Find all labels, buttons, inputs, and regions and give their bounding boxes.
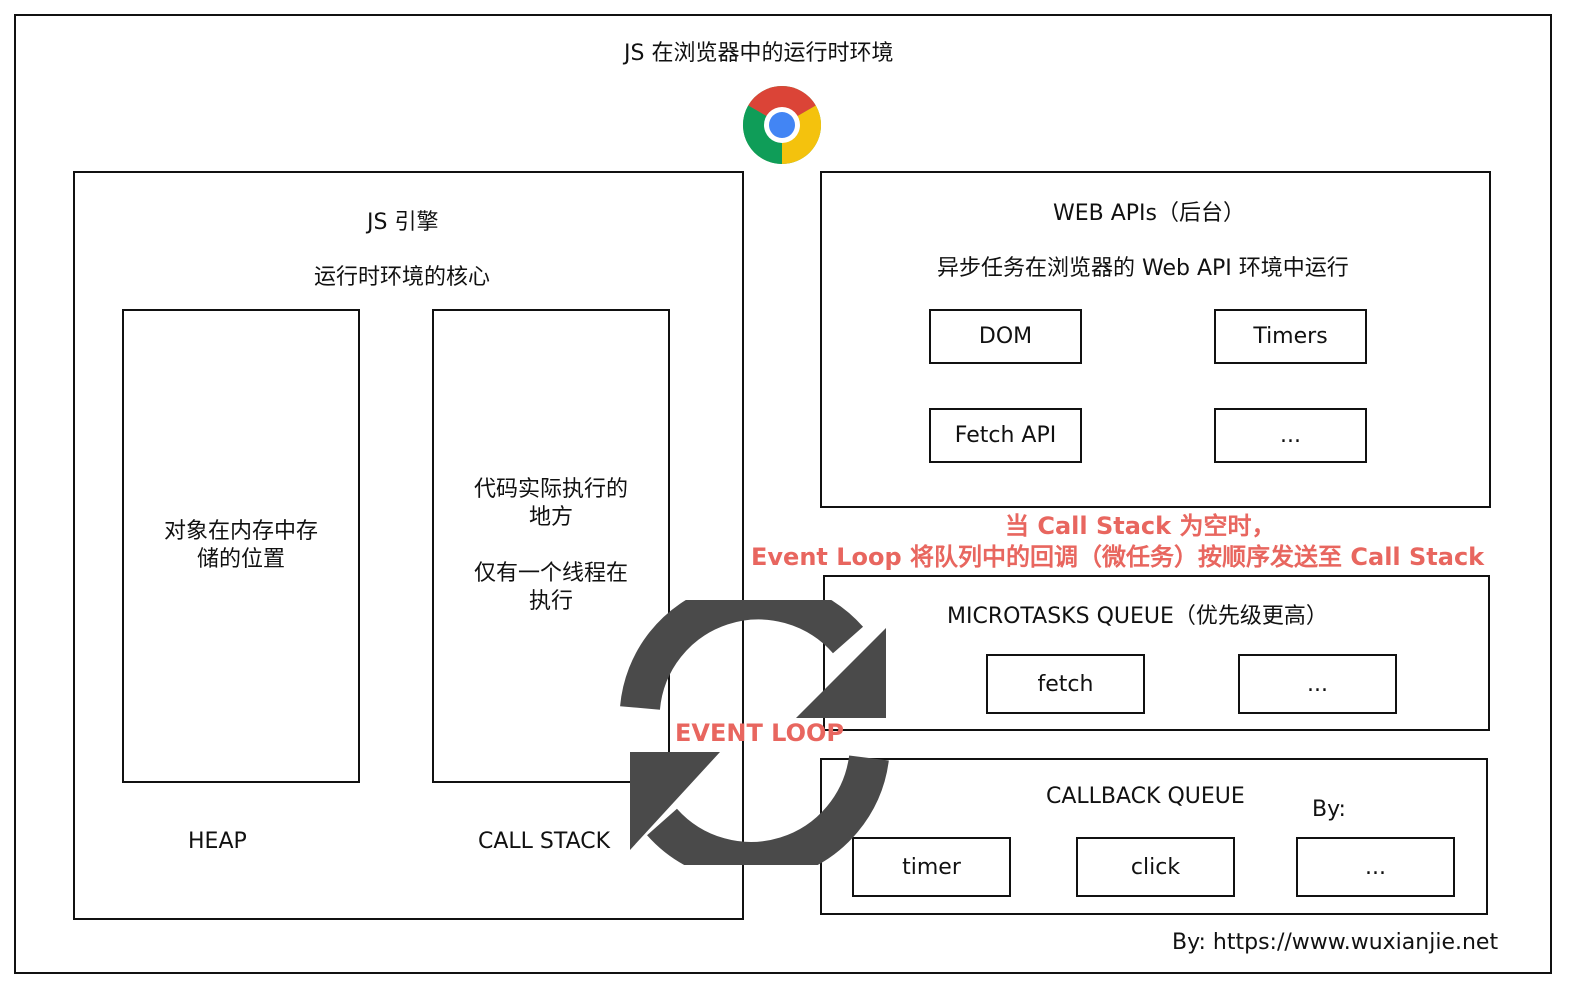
- callback-queue-title: CALLBACK QUEUE: [1046, 784, 1245, 809]
- event-loop-note-line-1: 当 Call Stack 为空时，: [1005, 512, 1276, 540]
- diagram-title: JS 在浏览器中的运行时环境: [624, 41, 894, 66]
- call-stack-description-line-3: 仅有一个线程在: [473, 561, 628, 586]
- microtask-item-more: ...: [1238, 654, 1397, 714]
- callback-item-timer: timer: [852, 837, 1011, 897]
- js-engine-subtitle: 运行时环境的核心: [314, 265, 491, 290]
- call-stack-box: 代码实际执行的 地方 仅有一个线程在 执行: [432, 309, 670, 783]
- heap-description-line-1: 对象在内存中存: [163, 519, 318, 544]
- js-engine-title: JS 引擎: [367, 210, 439, 235]
- callback-item-click: click: [1076, 837, 1235, 897]
- chrome-icon: [742, 85, 822, 164]
- credit-text: By: https://www.wuxianjie.net: [1172, 930, 1499, 955]
- call-stack-label: CALL STACK: [478, 829, 611, 854]
- web-apis-box: [820, 171, 1491, 508]
- web-api-item-dom: DOM: [929, 309, 1082, 364]
- callback-item-more: ...: [1296, 837, 1455, 897]
- heap-label: HEAP: [188, 829, 247, 854]
- heap-description-line-2: 储的位置: [196, 547, 285, 572]
- web-apis-title: WEB APIs（后台）: [1053, 201, 1246, 226]
- call-stack-description-line-4: 执行: [528, 589, 573, 614]
- microtask-item-fetch: fetch: [986, 654, 1145, 714]
- event-loop-arrows-icon: [620, 600, 889, 865]
- microtasks-queue-box: [823, 575, 1490, 731]
- web-api-item-more: ...: [1214, 408, 1367, 463]
- callback-queue-by-label: By:: [1312, 797, 1346, 822]
- heap-box: 对象在内存中存 储的位置: [122, 309, 360, 783]
- call-stack-description-line-1: 代码实际执行的: [473, 477, 628, 502]
- event-loop-label: EVENT LOOP: [675, 719, 845, 747]
- web-api-item-fetch: Fetch API: [929, 408, 1082, 463]
- call-stack-description-line-2: 地方: [528, 505, 573, 530]
- web-apis-subtitle: 异步任务在浏览器的 Web API 环境中运行: [937, 256, 1349, 281]
- js-engine-box: [73, 171, 744, 920]
- runtime-frame: [14, 14, 1552, 974]
- event-loop-note-line-2: Event Loop 将队列中的回调（微任务）按顺序发送至 Call Stack: [751, 543, 1485, 571]
- microtasks-queue-title: MICROTASKS QUEUE（优先级更高）: [947, 604, 1328, 629]
- web-api-item-timers: Timers: [1214, 309, 1367, 364]
